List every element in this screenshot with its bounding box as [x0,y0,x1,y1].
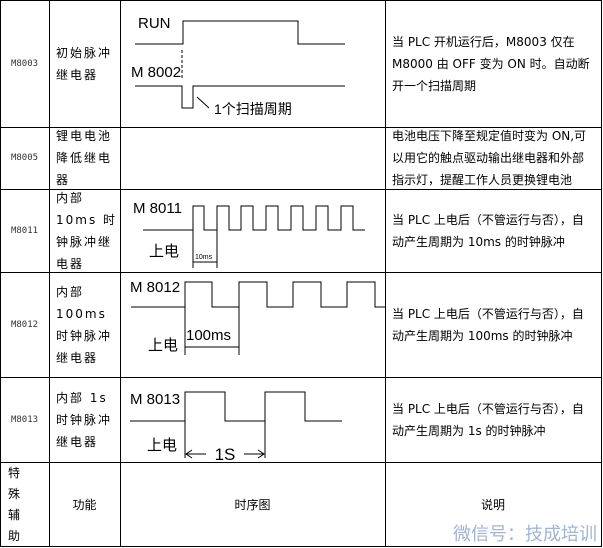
watermark: 微信号：技成培训 [453,524,597,545]
power-on-label: 上电 [148,337,178,354]
m8011-timing-diagram: M 8011 上电 10ms [133,200,365,268]
header-description: 说明 [385,462,602,547]
description-cell: 电池电压下降至规定值时变为 ON,可以用它的触点驱动输出继电器和外部指示灯，提醒… [385,127,602,190]
power-on-label: 上电 [147,437,177,454]
code-cell: M8011 [0,189,50,273]
function-cell: 锂电电池降低继电器 [49,127,121,190]
m8013-timing-diagram: M 8013 上电 1S [130,391,342,464]
function-cell: 内部 10ms 时钟脉冲继电器 [49,189,121,273]
function-cell: 内部 1s 时钟脉冲继电器 [49,377,121,463]
function-cell: 内部 100ms 时钟脉冲继电器 [49,272,121,378]
run-label: RUN [138,15,171,32]
m8012-waveform [131,281,385,308]
m8002-waveform [135,85,345,109]
function-cell: 初始脉冲继电器 [49,0,121,128]
description-cell: 当 PLC 上电后（不管运行与否），自动产生周期为 100ms 的时钟脉冲 [385,272,602,378]
m8002-label: M 8002 [131,64,181,81]
header-function: 功能 [49,462,121,547]
m8012-timing-diagram: M 8012 上电 100ms [130,279,385,355]
period-label: 10ms [195,254,213,261]
period-label: 100ms [186,327,231,344]
code-cell: M8005 [0,127,50,190]
code-cell: M8012 [0,272,50,378]
m8002-timing-diagram: RUN M 8002 1个扫描周期 [131,15,345,117]
header-special-relay: 特 殊 辅 助 继 电 器 [0,462,50,547]
description-cell: 当 PLC 开机运行后，M8003 仅在 M8000 由 OFF 变为 ON 时… [385,0,602,128]
description-cell: 当 PLC 上电后（不管运行与否），自动产生周期为 1s 的时钟脉冲 [385,377,602,463]
timing-cell [120,272,386,378]
timing-cell [120,189,386,273]
header-timing-diagram: 时序图 [120,462,386,547]
m8013-waveform [130,391,342,422]
scan-cycle-annotation: 1个扫描周期 [214,101,292,117]
power-on-label: 上电 [149,243,179,260]
timing-cell [120,127,386,190]
code-cell: M8013 [0,377,50,463]
annotation-leader [196,96,210,109]
period-label: 1S [215,445,236,464]
code-cell: M8003 [0,0,50,128]
m8013-label: M 8013 [130,391,180,408]
description-cell: 当 PLC 上电后（不管运行与否），自动产生周期为 10ms 的时钟脉冲 [385,189,602,273]
m8011-waveform [143,205,365,231]
timing-cell [120,0,386,128]
timing-cell [120,377,386,463]
run-waveform [135,20,345,45]
m8011-label: M 8011 [133,200,182,217]
m8012-label: M 8012 [130,279,180,296]
